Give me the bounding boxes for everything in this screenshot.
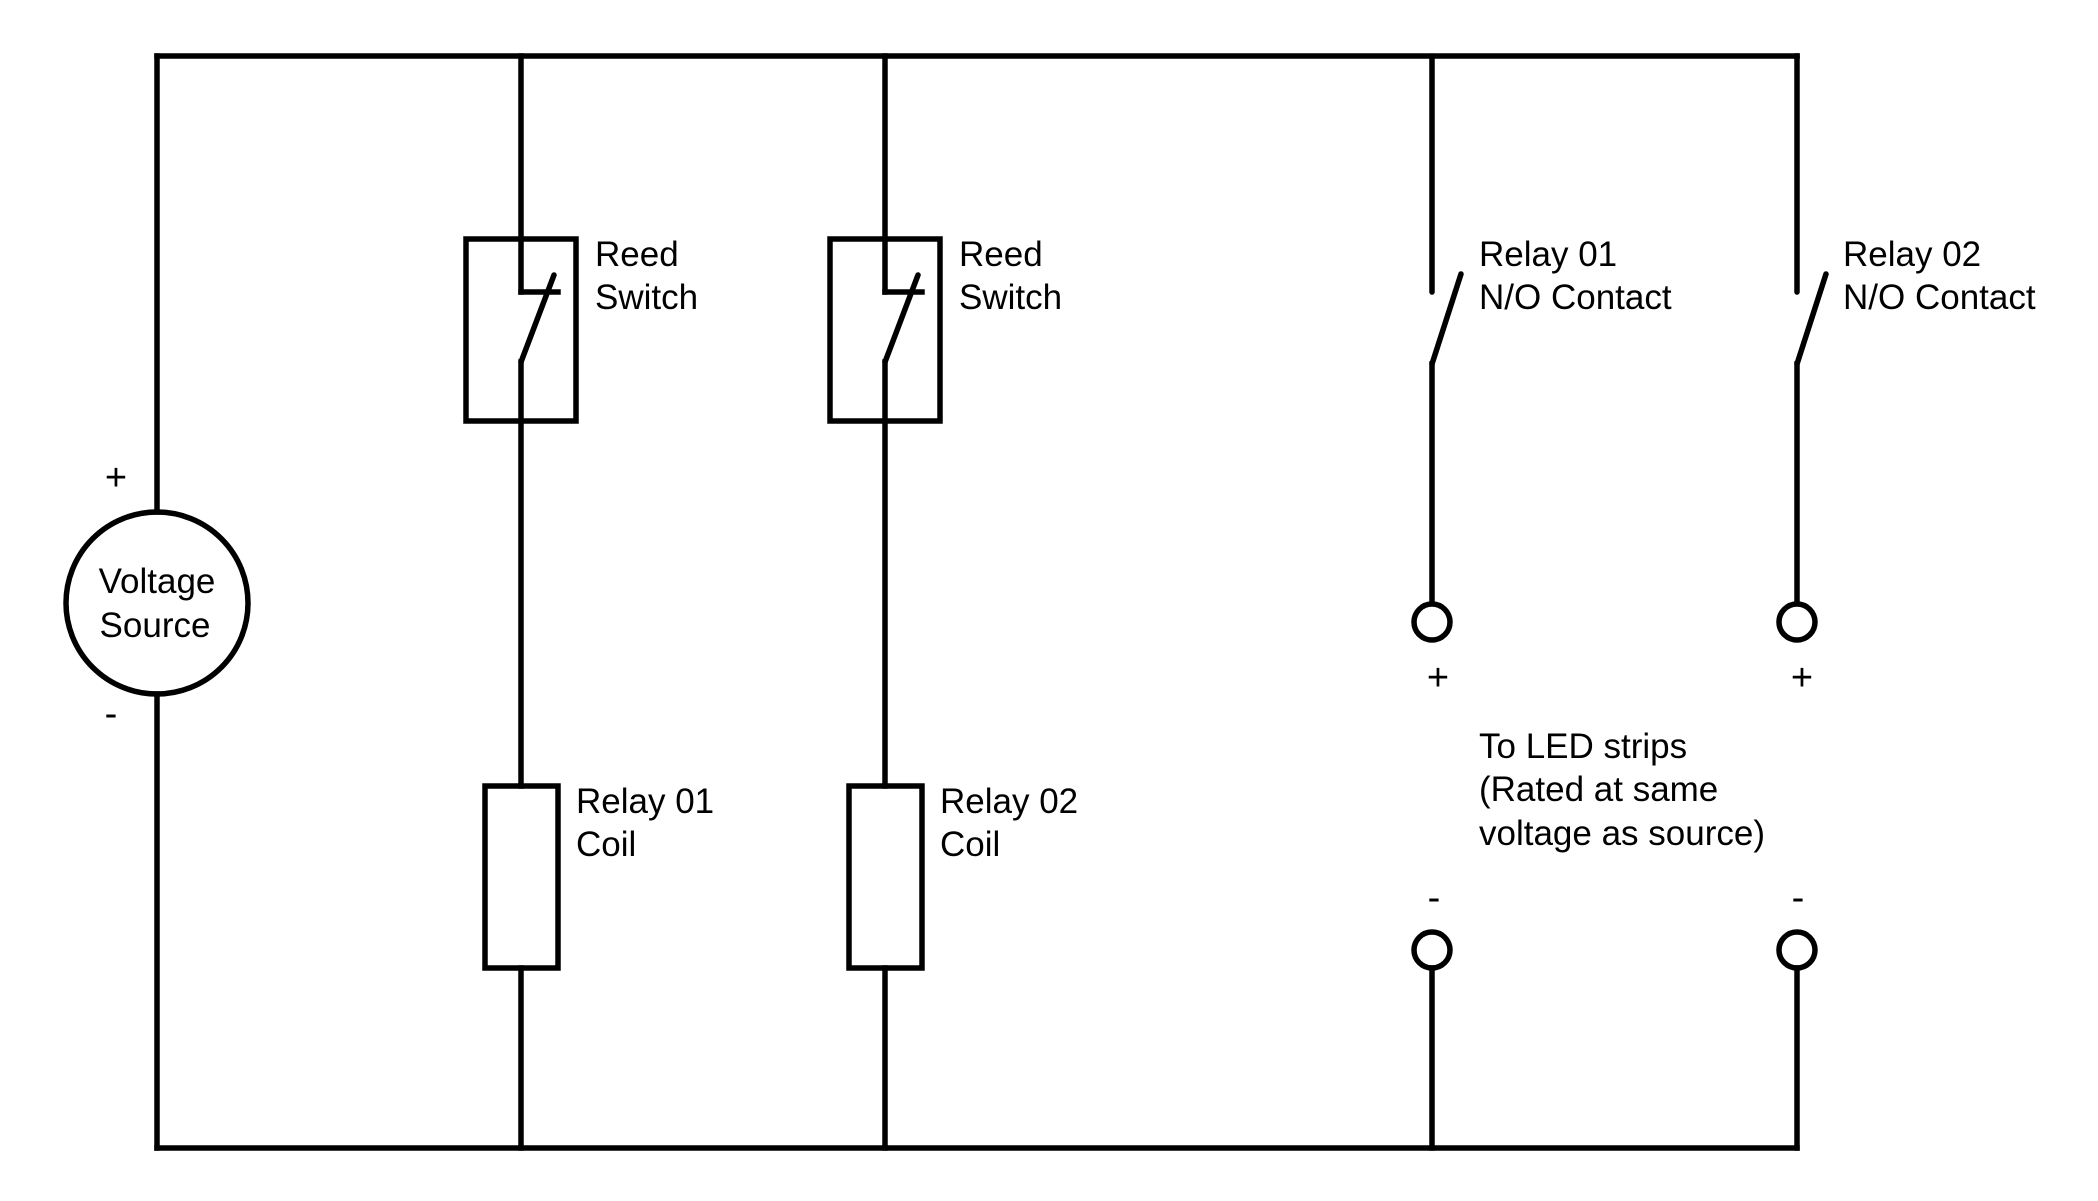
reed-switch-1-label-line-1: Reed	[595, 235, 679, 274]
led-2-negative-sign: -	[1792, 877, 1805, 919]
relay-01-coil-label-line-1: Relay 01	[576, 782, 714, 821]
relay-01-contact-label-line-2: N/O Contact	[1479, 278, 1672, 317]
led-strips-note: To LED strips (Rated at same voltage as …	[1479, 727, 1765, 853]
relay-01-contact-blade	[1429, 271, 1464, 367]
led-1-negative-sign: -	[1428, 877, 1441, 919]
led-1-positive-terminal	[1411, 601, 1453, 643]
led-output-1-branch: Relay 01 N/O Contact + -	[1411, 53, 1672, 1151]
relay-02-coil-label-line-1: Relay 02	[940, 782, 1078, 821]
relay-02-contact-label-line-2: N/O Contact	[1843, 278, 2036, 317]
voltage-source-branch: Voltage Source + -	[63, 53, 251, 1151]
relay-01-contact-label-line-1: Relay 01	[1479, 235, 1617, 274]
reed-switch-1-blade	[518, 272, 557, 365]
led-1-negative-terminal	[1411, 929, 1453, 971]
led-2-positive-sign: +	[1791, 657, 1813, 699]
voltage-source-label-line-1: Voltage	[99, 562, 216, 601]
relay-01-coil-symbol	[482, 783, 561, 971]
led-output-2-branch: Relay 02 N/O Contact + -	[1776, 53, 2036, 1151]
led-note-line-2: (Rated at same	[1479, 770, 1718, 809]
voltage-source-label-line-2: Source	[100, 606, 211, 645]
led-note-line-3: voltage as source)	[1479, 814, 1765, 853]
relay-02-contact-label-line-1: Relay 02	[1843, 235, 1981, 274]
source-positive-sign: +	[105, 457, 127, 499]
relay-02-coil-branch: Reed Switch Relay 02 Coil	[827, 53, 1078, 1151]
reed-switch-1-label-line-2: Switch	[595, 278, 698, 317]
reed-switch-2-label-line-1: Reed	[959, 235, 1043, 274]
voltage-source-symbol	[63, 509, 251, 697]
relay-01-coil-label-line-2: Coil	[576, 825, 636, 864]
relay-02-coil-symbol	[846, 783, 925, 971]
led-1-positive-sign: +	[1427, 657, 1449, 699]
relay-02-contact-blade	[1794, 271, 1829, 367]
led-note-line-1: To LED strips	[1479, 727, 1687, 766]
relay-01-coil-branch: Reed Switch Relay 01 Coil	[463, 53, 714, 1151]
reed-switch-2-blade	[882, 272, 921, 365]
relay-02-coil-label-line-2: Coil	[940, 825, 1000, 864]
led-2-negative-terminal	[1776, 929, 1818, 971]
source-negative-sign: -	[105, 693, 118, 735]
led-2-positive-terminal	[1776, 601, 1818, 643]
reed-switch-2-label-line-2: Switch	[959, 278, 1062, 317]
